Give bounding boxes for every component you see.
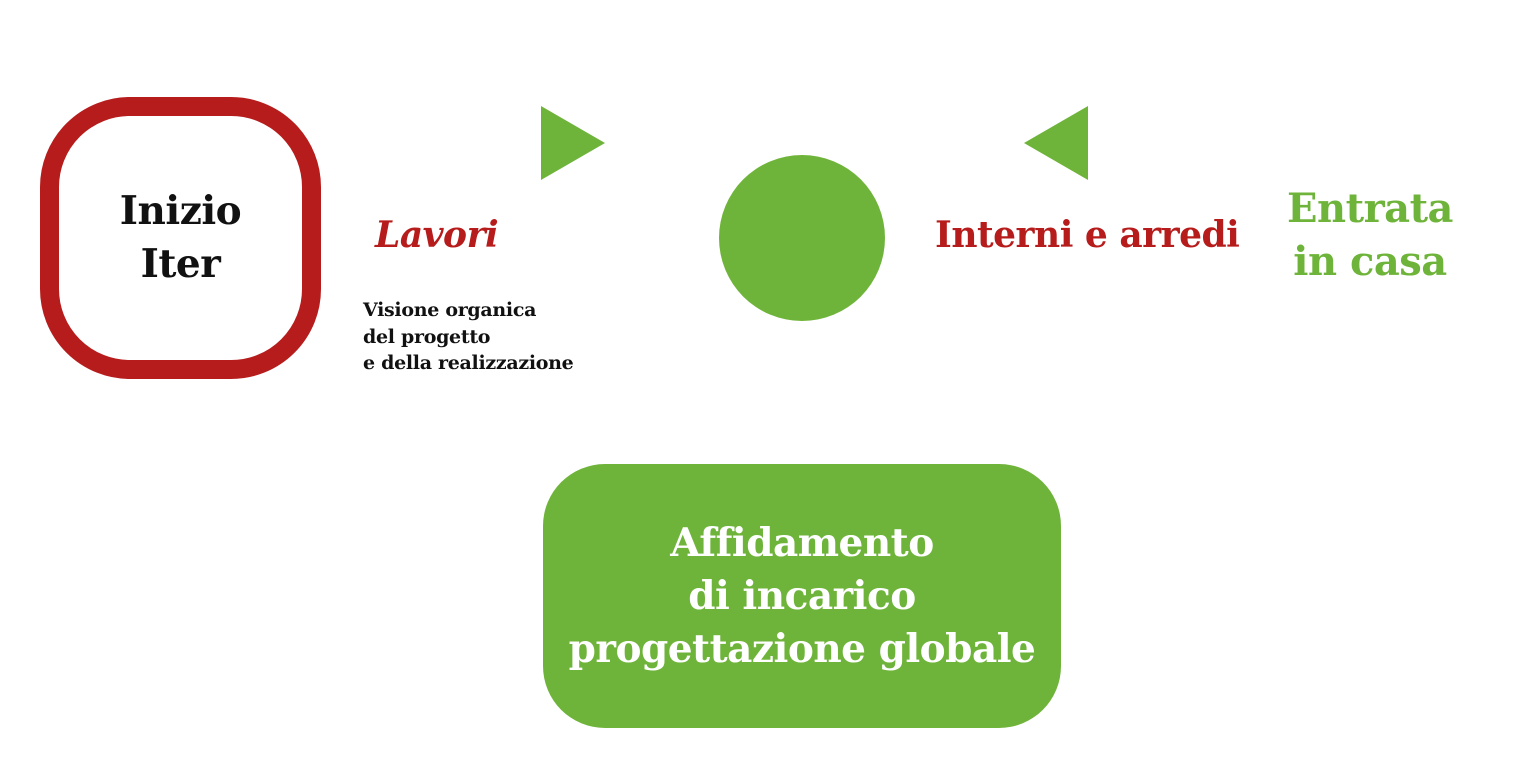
- interiors-phase-label: Interni e arredi: [935, 214, 1240, 256]
- assignment-node-label: Affidamento di incarico progettazione gl…: [568, 519, 1036, 672]
- arrow-right-icon: [541, 106, 605, 180]
- end-node-label: Entrata in casa: [1287, 185, 1453, 285]
- start-node-label: Inizio Iter: [119, 188, 242, 287]
- center-node-circle: [719, 155, 885, 321]
- start-node: Inizio Iter: [40, 97, 321, 379]
- works-phase-description: Visione organica del progetto e della re…: [363, 299, 574, 374]
- works-phase-label: Lavori: [375, 214, 499, 256]
- assignment-node: Affidamento di incarico progettazione gl…: [543, 464, 1061, 728]
- arrow-left-icon: [1024, 106, 1088, 180]
